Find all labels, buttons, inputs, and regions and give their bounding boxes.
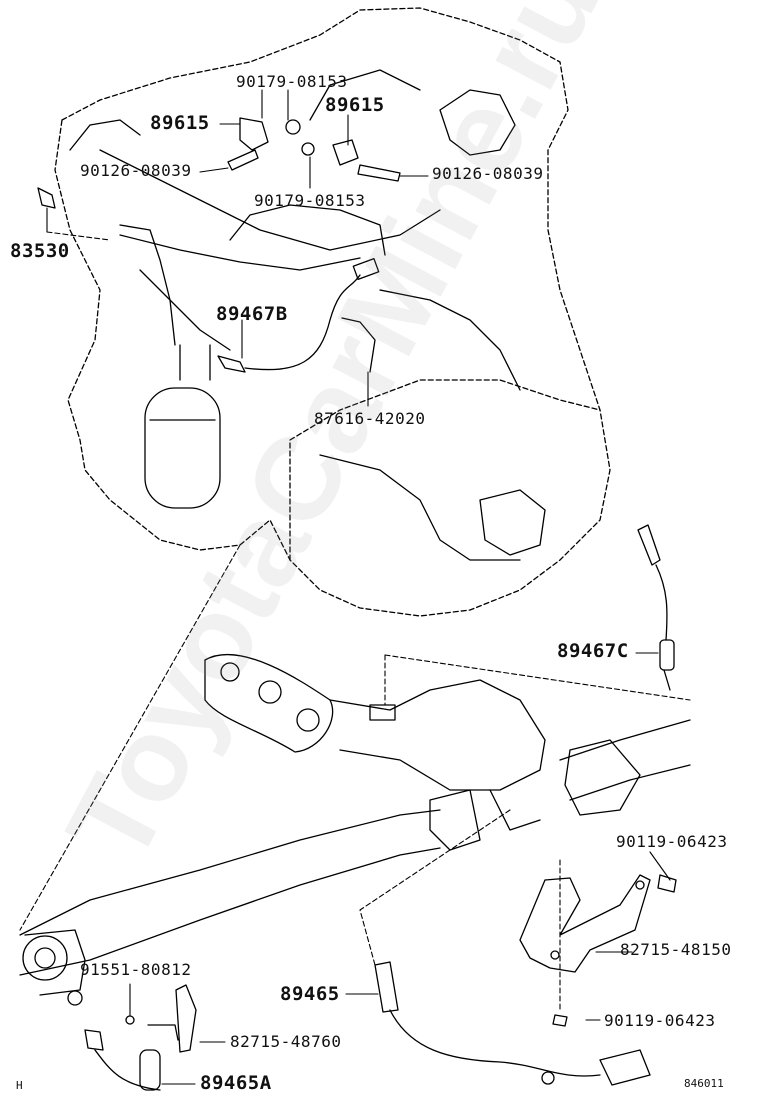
label-90126-08039-left: 90126-08039: [80, 161, 192, 180]
label-90126-08039-right: 90126-08039: [432, 164, 544, 183]
corner-code-left: H: [16, 1079, 23, 1092]
label-82715-48760: 82715-48760: [230, 1032, 342, 1051]
top-sensor-cluster: [37, 117, 401, 209]
dashed-connectors: [19, 231, 691, 1011]
label-89465: 89465: [280, 983, 340, 1005]
label-91551-80812: 91551-80812: [80, 960, 192, 979]
sensor-89465-drawing: [374, 961, 651, 1086]
label-89467C: 89467C: [557, 640, 629, 662]
exhaust-gasket: [204, 654, 334, 753]
label-90119-06423-bottom: 90119-06423: [604, 1011, 716, 1030]
bracket-82715-48150: [519, 874, 651, 973]
engine-block: [54, 7, 611, 617]
sensor-89467C-drawing: [637, 524, 675, 691]
engine-detail-lines: [69, 69, 546, 561]
label-82715-48150: 82715-48150: [620, 940, 732, 959]
label-87616-42020: 87616-42020: [314, 409, 426, 428]
sensor-89465A-drawing: [84, 984, 197, 1091]
label-89467B: 89467B: [216, 303, 288, 325]
exhaust-pipe: [19, 679, 691, 976]
manifold-converter: [119, 224, 221, 509]
lower-flange: [22, 929, 86, 1006]
label-90179-08153-bottom: 90179-08153: [254, 191, 366, 210]
label-90179-08153-top: 90179-08153: [236, 72, 348, 91]
bolts: [552, 874, 677, 1027]
label-90119-06423-top: 90119-06423: [616, 832, 728, 851]
sensor-89467B-drawing: [217, 258, 380, 373]
label-83530: 83530: [10, 240, 70, 262]
label-89615-right: 89615: [325, 94, 385, 116]
corner-code-right: 846011: [684, 1077, 724, 1090]
label-89615-left: 89615: [150, 112, 210, 134]
label-89465A: 89465A: [200, 1072, 272, 1094]
leader-lines: [46, 89, 671, 1085]
